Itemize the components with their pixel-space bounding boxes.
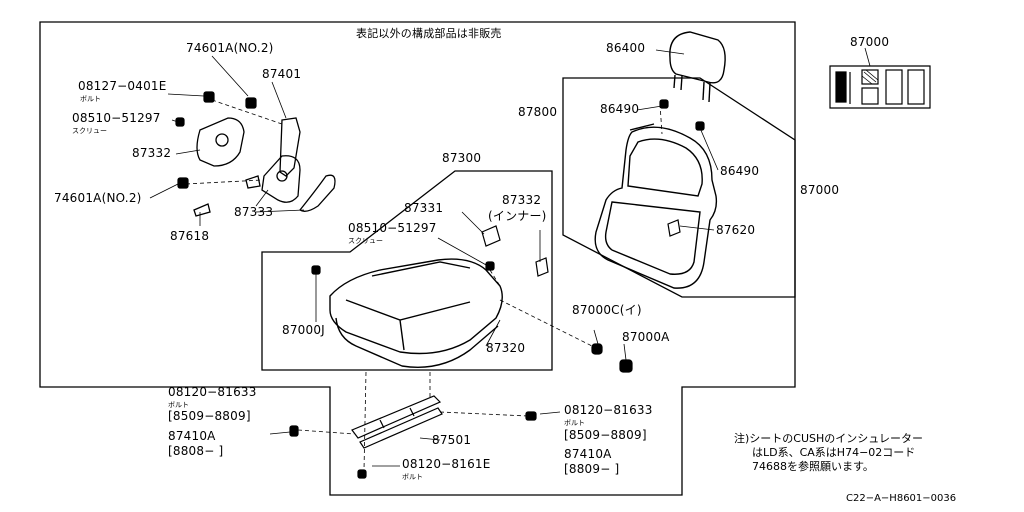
label-87320: 87320 [486,341,526,355]
seat-back [594,123,718,289]
seat-cushion [329,258,503,368]
label-87000A: 87000A [622,330,670,344]
cushion-box [261,170,553,371]
label-87410A-left-date: [8808− ] [168,444,224,458]
label-08510-mid-sub: スクリュー [348,237,383,245]
footnote-line-1: 注)シートのCUSHのインシュレーター [734,432,924,445]
label-08120-8161E-sub: ボルト [402,473,423,481]
label-87000-inset: 87000 [850,35,890,49]
label-87000-right: 87000 [800,183,840,197]
seat-rail [351,395,443,449]
label-74601A-left: 74601A(NO.2) [54,191,142,205]
label-08120-right: 08120−81633 [564,403,653,417]
label-08510-top-sub: スクリュー [72,127,107,135]
label-87300: 87300 [442,151,482,165]
seatback-box [562,77,796,298]
label-86490-b: 86490 [720,164,760,178]
label-87332-inner: 87332 [502,193,542,207]
recliner-parts [193,117,336,217]
label-87332-left: 87332 [132,146,172,160]
label-74601A-top: 74601A(NO.2) [186,41,274,55]
fasteners [175,91,705,479]
label-08120-left-date: [8509−8809] [168,409,251,423]
vehicle-inset [829,65,931,109]
dashed-guides [185,99,663,471]
label-87333: 87333 [234,205,274,219]
footnote-line-3: 74688を参照願います。 [752,460,874,473]
label-86400: 86400 [606,41,646,55]
label-87800: 87800 [518,105,558,119]
footnote-line-2: はLD系、CA系はH74−02コード [752,446,916,459]
label-87618: 87618 [170,229,210,243]
label-08510-top: 08510−51297 [72,111,161,125]
label-08127: 08127−0401E [78,79,167,93]
inset-leader [864,47,871,67]
label-87501: 87501 [432,433,472,447]
label-08120-left: 08120−81633 [168,385,257,399]
small-clips [481,219,681,277]
label-87410A-right-date: [8809− ] [564,462,620,476]
label-87410A-right: 87410A [564,447,612,461]
label-86490-a: 86490 [600,102,640,116]
label-08510-mid: 08510−51297 [348,221,437,235]
label-08120-right-date: [8509−8809] [564,428,647,442]
label-87332-inner-paren: (インナー) [488,209,547,223]
label-87410A-left: 87410A [168,429,216,443]
figure-code: C22−A−H8601−0036 [846,493,957,504]
label-87000C: 87000C(イ) [572,303,642,317]
label-87000J: 87000J [282,323,325,337]
headrest [669,31,726,103]
label-08120-left-sub: ボルト [168,401,189,409]
label-08127-sub: ボルト [80,95,101,103]
label-08120-8161E: 08120−8161E [402,457,491,471]
label-87620: 87620 [716,223,756,237]
label-87401: 87401 [262,67,302,81]
label-87331: 87331 [404,201,444,215]
leader-lines [149,49,719,467]
label-08120-right-sub: ボルト [564,419,585,427]
header-note: 表記以外の構成部品は非販売 [356,27,502,40]
